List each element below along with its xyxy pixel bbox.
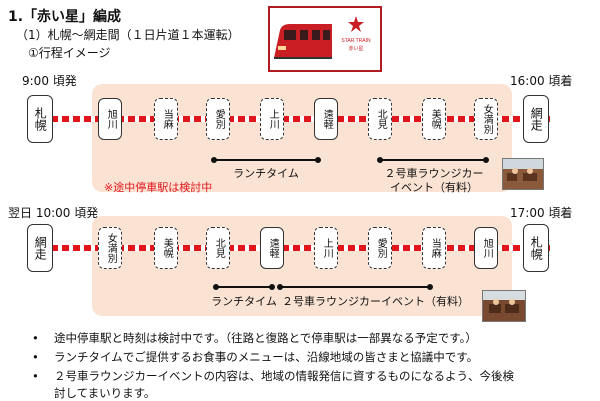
tentative-note: ※途中停車駅は検討中 bbox=[104, 181, 213, 194]
route1-station-10: 網走 bbox=[523, 95, 549, 143]
route1-station-1: 札幌 bbox=[27, 95, 53, 143]
route1-lounge-label-2: イベント（有料） bbox=[390, 181, 478, 194]
route2-station-1: 網走 bbox=[27, 224, 53, 272]
route1-lounge-label-1: ２号車ラウンジカー bbox=[384, 167, 484, 180]
route1-lunch-bar bbox=[214, 159, 318, 161]
route1-lunch-label: ランチタイム bbox=[233, 167, 299, 180]
section-subtitle: （1）札幌～網走間（１日片道１本運転） bbox=[16, 28, 240, 42]
section-item: ①行程イメージ bbox=[28, 46, 111, 60]
route2-lunch-bar bbox=[216, 286, 272, 288]
route2-lounge-label: ２号車ラウンジカーイベント（有料） bbox=[282, 295, 469, 308]
route2-station-5: 遠軽 bbox=[260, 227, 284, 269]
route2-station-2: 女満別 bbox=[98, 227, 122, 269]
bullet-3-text: ２号車ラウンジカーイベントの内容は、地域の情報発信に資するものになるよう、今後検 bbox=[54, 369, 514, 383]
route2-station-9: 旭川 bbox=[474, 227, 498, 269]
route1-lounge-start-dot bbox=[377, 157, 383, 163]
route2-lunch-start-dot bbox=[213, 284, 219, 290]
train-illustration: STAR TRAIN 赤い星 bbox=[270, 8, 380, 70]
route2-station-8: 当麻 bbox=[422, 227, 446, 269]
route1-lounge-end-dot bbox=[483, 157, 489, 163]
route1-arrive-time: 16:00 頃着 bbox=[510, 74, 573, 88]
bullet-1: • 途中停車駅と時刻は検討中です。（往路と復路とで停車駅は一部異なる予定です。） bbox=[32, 330, 477, 346]
route2-lounge-end-dot bbox=[427, 284, 433, 290]
route1-station-6: 遠軽 bbox=[314, 98, 338, 140]
route1-depart-time: 9:00 頃発 bbox=[22, 74, 77, 88]
route2-lunch-label: ランチタイム bbox=[211, 295, 277, 308]
route1-station-7: 北見 bbox=[368, 98, 392, 140]
train-header-image: STAR TRAIN 赤い星 bbox=[268, 6, 382, 72]
page-title: 1.「赤い星」編成 bbox=[8, 9, 122, 25]
route1-station-4: 愛別 bbox=[206, 98, 230, 140]
route2-depart-time: 翌日 10:00 頃発 bbox=[8, 206, 99, 220]
route2-lunch-end-dot bbox=[269, 284, 275, 290]
route2-lounge-start-dot bbox=[277, 284, 283, 290]
bullet-marker: • bbox=[32, 331, 39, 345]
route1-lunch-end-dot bbox=[315, 157, 321, 163]
route2-station-4: 北見 bbox=[206, 227, 230, 269]
route2-lounge-bar bbox=[280, 286, 430, 288]
route1-station-9: 女満別 bbox=[474, 98, 498, 140]
route2-station-7: 愛別 bbox=[368, 227, 392, 269]
route2-lounge-photo bbox=[482, 290, 526, 322]
route1-rail bbox=[40, 116, 550, 122]
bullet-marker: • bbox=[32, 350, 39, 364]
bullet-2-text: ランチタイムでご提供するお食事のメニューは、沿線地域の皆さまと協議中です。 bbox=[54, 350, 479, 364]
route1-lunch-start-dot bbox=[211, 157, 217, 163]
brand-text: STAR TRAIN bbox=[341, 38, 371, 44]
route2-rail bbox=[40, 245, 550, 251]
route2-station-6: 上川 bbox=[314, 227, 338, 269]
bullet-3-continued: 討してまいります。 bbox=[54, 386, 156, 400]
route1-lounge-photo bbox=[502, 158, 544, 190]
route1-lounge-bar bbox=[380, 159, 486, 161]
route1-station-8: 美幌 bbox=[422, 98, 446, 140]
route1-station-2: 旭川 bbox=[98, 98, 122, 140]
route2-station-3: 美幌 bbox=[154, 227, 178, 269]
bullet-3: • ２号車ラウンジカーイベントの内容は、地域の情報発信に資するものになるよう、今後… bbox=[32, 368, 514, 384]
bullet-2: • ランチタイムでご提供するお食事のメニューは、沿線地域の皆さまと協議中です。 bbox=[32, 349, 478, 365]
bullet-1-text: 途中停車駅と時刻は検討中です。（往路と復路とで停車駅は一部異なる予定です。） bbox=[54, 331, 477, 345]
route2-station-10: 札幌 bbox=[523, 224, 549, 272]
bullet-marker: • bbox=[32, 369, 39, 383]
route1-station-3: 当麻 bbox=[154, 98, 178, 140]
route1-station-5: 上川 bbox=[260, 98, 284, 140]
brand-sub: 赤い星 bbox=[348, 46, 363, 52]
route2-arrive-time: 17:00 頃着 bbox=[510, 206, 573, 220]
